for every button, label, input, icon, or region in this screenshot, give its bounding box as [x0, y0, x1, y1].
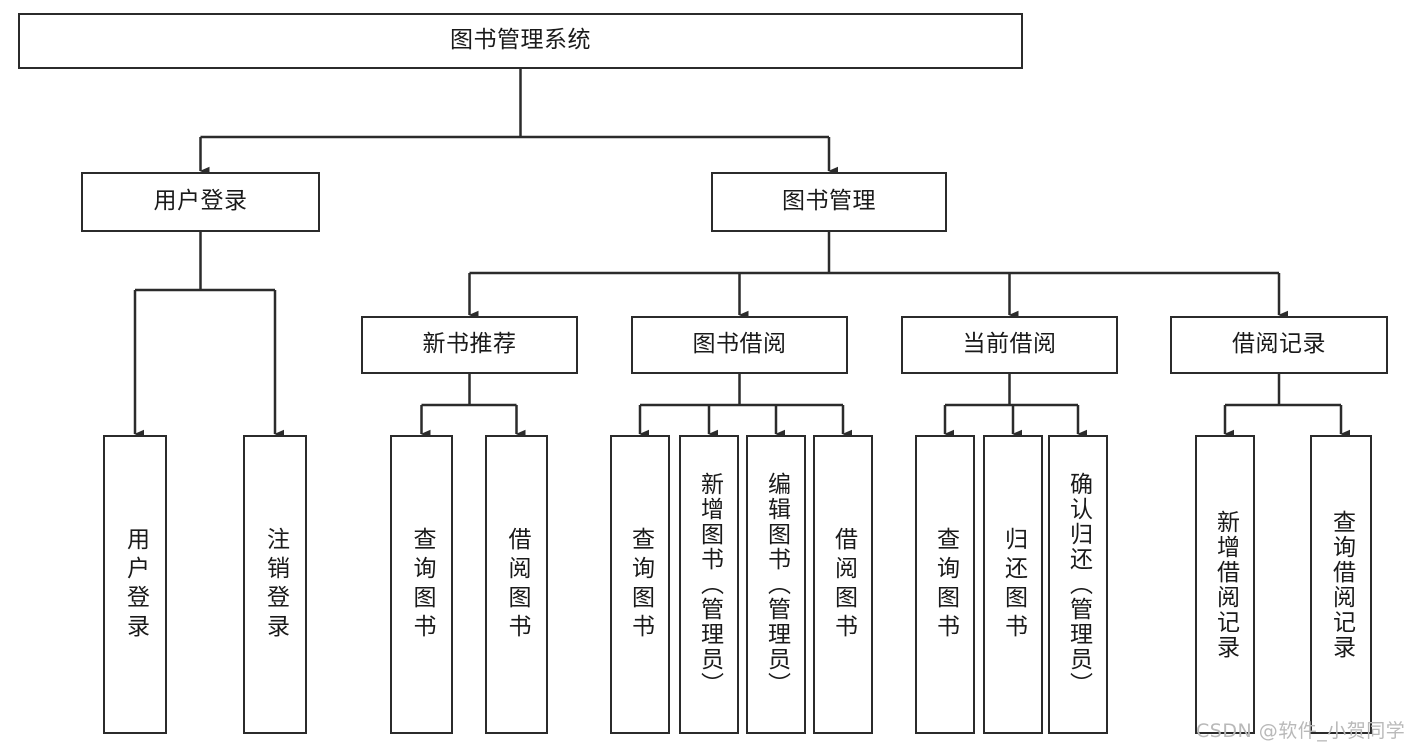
node-label: 查询图书	[409, 526, 435, 643]
node-label: 当前借阅	[962, 331, 1057, 358]
node-leaf-edit[interactable]: 编辑图书（管理员）	[746, 435, 806, 734]
node-label: 查询图书	[932, 526, 959, 643]
node-leaf-confirm[interactable]: 确认归还（管理员）	[1048, 435, 1108, 734]
node-label: 注销登录	[262, 526, 289, 643]
node-label: 借阅图书	[830, 526, 857, 643]
node-leaf-q1[interactable]: 查询图书	[390, 435, 453, 734]
node-current[interactable]: 当前借阅	[901, 316, 1118, 374]
node-label: 借阅记录	[1232, 331, 1326, 358]
node-leaf-qrec[interactable]: 查询借阅记录	[1310, 435, 1372, 734]
edge-group	[133, 69, 1351, 439]
node-bookmgmt[interactable]: 图书管理	[711, 172, 947, 232]
node-label: 图书管理系统	[450, 27, 591, 54]
node-records[interactable]: 借阅记录	[1170, 316, 1388, 374]
node-label: 新增借阅记录	[1212, 509, 1239, 660]
node-label: 确认归还（管理员）	[1065, 472, 1092, 697]
node-label: 用户登录	[153, 188, 248, 215]
node-leaf-return[interactable]: 归还图书	[983, 435, 1043, 734]
node-leaf-b1[interactable]: 借阅图书	[485, 435, 548, 734]
node-leaf-q3[interactable]: 查询图书	[915, 435, 975, 734]
node-leaf-b2[interactable]: 借阅图书	[813, 435, 873, 734]
node-label: 编辑图书（管理员）	[763, 472, 790, 697]
node-root[interactable]: 图书管理系统	[18, 13, 1023, 69]
node-label: 借阅图书	[504, 526, 530, 643]
node-label: 图书管理	[782, 188, 876, 215]
node-label: 查询借阅记录	[1328, 509, 1355, 660]
node-label: 图书借阅	[692, 331, 787, 358]
node-label: 新书推荐	[422, 331, 517, 358]
node-leaf-logout[interactable]: 注销登录	[243, 435, 307, 734]
node-label: 归还图书	[1000, 526, 1027, 643]
node-leaf-addrec[interactable]: 新增借阅记录	[1195, 435, 1255, 734]
node-label: 用户登录	[122, 526, 149, 643]
node-login[interactable]: 用户登录	[81, 172, 320, 232]
node-label: 查询图书	[627, 526, 654, 643]
node-borrow[interactable]: 图书借阅	[631, 316, 848, 374]
node-leaf-login[interactable]: 用户登录	[103, 435, 167, 734]
node-leaf-add[interactable]: 新增图书（管理员）	[679, 435, 739, 734]
node-newbook[interactable]: 新书推荐	[361, 316, 578, 374]
csdn-watermark: CSDN @软件_小贺同学	[1196, 720, 1405, 742]
node-label: 新增图书（管理员）	[696, 472, 723, 697]
node-leaf-q2[interactable]: 查询图书	[610, 435, 670, 734]
